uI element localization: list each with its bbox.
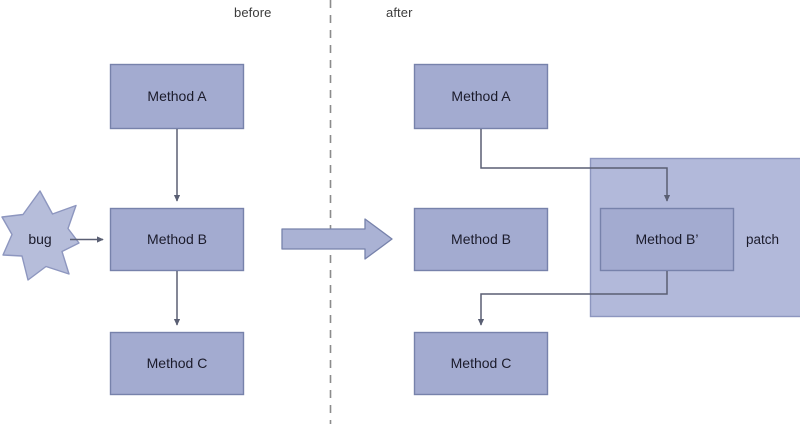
edge-method-b-prime-to-method-c bbox=[477, 271, 668, 326]
section-header-after: after bbox=[386, 5, 413, 20]
section-header-before: before bbox=[234, 5, 272, 20]
node-box-method-c-after bbox=[413, 331, 549, 396]
node-box-method-b-after bbox=[413, 207, 549, 272]
node-box-method-c-before bbox=[109, 331, 245, 396]
node-box-method-b-before bbox=[109, 207, 245, 272]
node-box-method-a-before bbox=[109, 63, 245, 130]
patch-label: patch bbox=[746, 232, 780, 247]
bug-label: bug bbox=[28, 231, 52, 247]
bug-star-shape bbox=[1, 190, 80, 281]
edge-method-a-to-method-b-prime bbox=[480, 129, 671, 202]
node-box-method-a-after bbox=[413, 63, 549, 130]
transition-block-arrow bbox=[281, 218, 393, 260]
node-box-method-b-prime bbox=[599, 207, 735, 272]
